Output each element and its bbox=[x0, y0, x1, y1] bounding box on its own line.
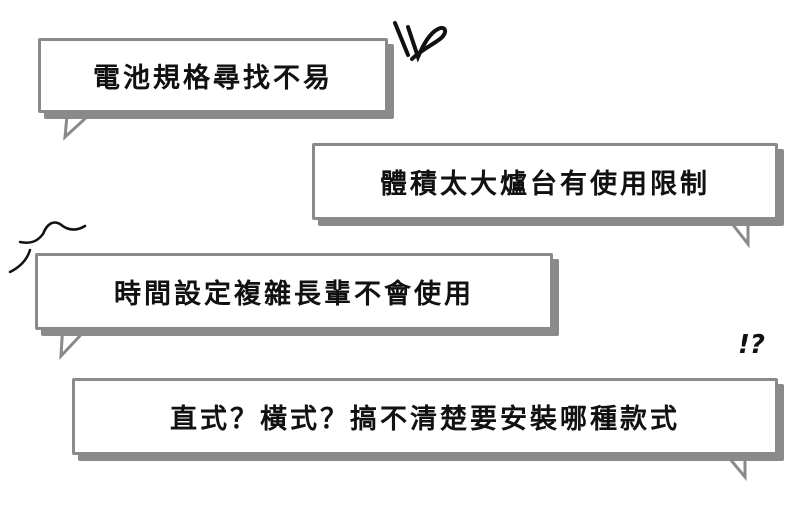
speech-bubble-size: 體積太大爐台有使用限制 bbox=[312, 143, 784, 226]
speech-bubble-orientation: 直式？橫式？搞不清楚要安裝哪種款式 bbox=[72, 378, 784, 461]
speech-bubble-timer: 時間設定複雜長輩不會使用 bbox=[35, 253, 559, 336]
bubble-text: 直式？橫式？搞不清楚要安裝哪種款式 bbox=[170, 404, 680, 435]
bubble-text: 電池規格尋找不易 bbox=[93, 63, 333, 94]
exclamation-question-mark: !? bbox=[738, 330, 765, 360]
bubble-text: 體積太大爐台有使用限制 bbox=[380, 169, 710, 200]
burst-lines-icon bbox=[8, 221, 87, 274]
speech-bubble-battery: 電池規格尋找不易 bbox=[38, 38, 394, 119]
bubble-text: 時間設定複雜長輩不會使用 bbox=[114, 279, 474, 310]
scribble-icon bbox=[393, 21, 447, 63]
